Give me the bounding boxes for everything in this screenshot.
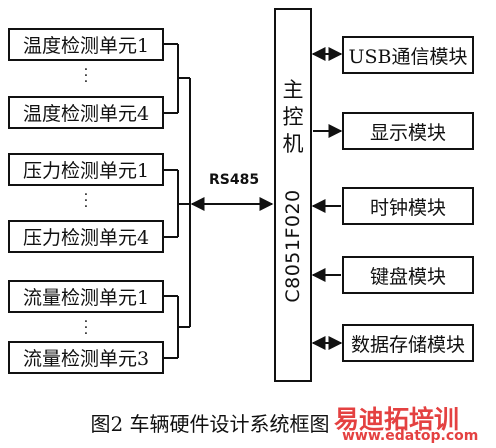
temp-unit-1-box: 温度检测单元1 bbox=[8, 28, 164, 61]
press-unit-4-box: 压力检测单元4 bbox=[8, 220, 164, 253]
clock-module-label: 时钟模块 bbox=[369, 196, 446, 219]
watermark-url: www.edatop.com bbox=[342, 428, 479, 444]
usb-module-label: USB通信模块 bbox=[348, 45, 468, 68]
storage-module-box: 数据存储模块 bbox=[342, 324, 474, 362]
rs485-label: RS485 bbox=[209, 172, 260, 188]
controller-char-1: 主 bbox=[282, 78, 304, 102]
press-ellipsis: ··· bbox=[83, 187, 89, 215]
keyboard-module-label: 键盘模块 bbox=[369, 265, 446, 288]
press-unit-1-label: 压力检测单元1 bbox=[22, 160, 150, 182]
flow-unit-3-box: 流量检测单元3 bbox=[8, 341, 164, 374]
display-module-box: 显示模块 bbox=[342, 112, 474, 150]
temp-unit-4-box: 温度检测单元4 bbox=[8, 96, 164, 129]
keyboard-module-box: 键盘模块 bbox=[342, 256, 474, 294]
display-module-label: 显示模块 bbox=[369, 121, 446, 144]
controller-char-2: 控 bbox=[282, 105, 304, 129]
controller-char-3: 机 bbox=[282, 132, 304, 156]
temp-unit-1-label: 温度检测单元1 bbox=[22, 35, 150, 57]
press-unit-1-box: 压力检测单元1 bbox=[8, 153, 164, 186]
main-controller-box: 主 控 机 C8051F020 bbox=[274, 8, 312, 382]
controller-model: C8051F020 bbox=[282, 189, 304, 303]
storage-module-label: 数据存储模块 bbox=[350, 333, 465, 356]
temp-ellipsis: ··· bbox=[83, 62, 89, 90]
watermark-site: 易迪拓培训 bbox=[334, 405, 460, 434]
flow-unit-1-box: 流量检测单元1 bbox=[8, 280, 164, 313]
press-unit-4-label: 压力检测单元4 bbox=[22, 227, 150, 249]
flow-ellipsis: ··· bbox=[83, 314, 89, 342]
clock-module-box: 时钟模块 bbox=[342, 187, 474, 225]
flow-unit-3-label: 流量检测单元3 bbox=[22, 348, 150, 370]
usb-module-box: USB通信模块 bbox=[342, 36, 474, 74]
flow-unit-1-label: 流量检测单元1 bbox=[22, 287, 150, 309]
figure-caption: 图2 车辆硬件设计系统框图 bbox=[90, 412, 330, 436]
temp-unit-4-label: 温度检测单元4 bbox=[22, 103, 150, 125]
